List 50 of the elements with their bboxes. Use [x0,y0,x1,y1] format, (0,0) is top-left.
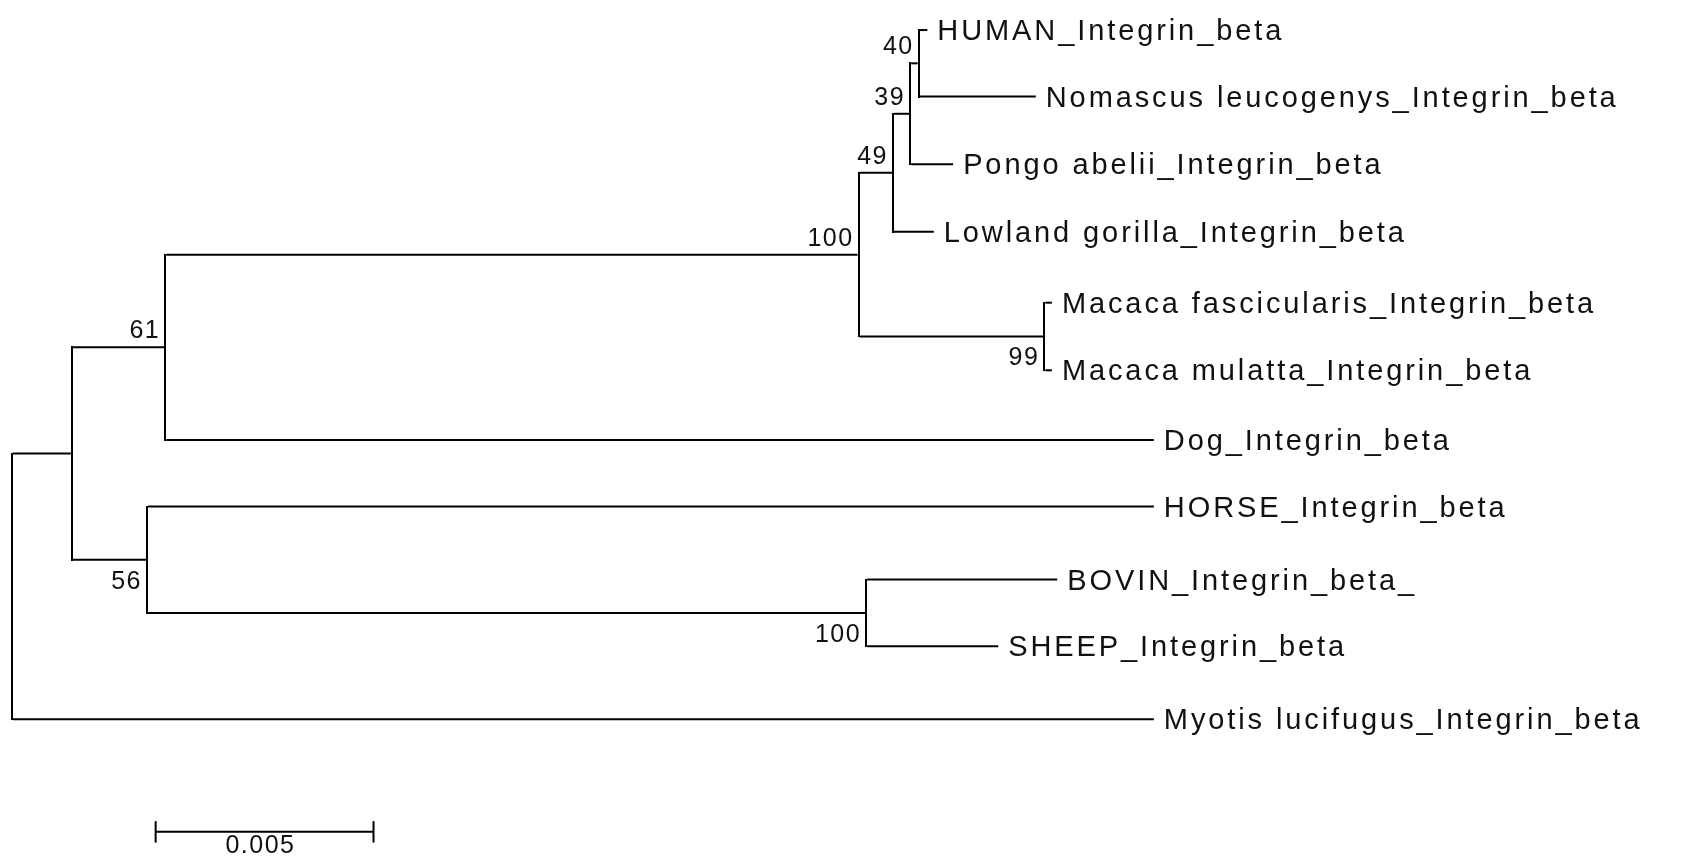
taxon-label: Myotis lucifugus_Integrin_beta [1153,702,1643,737]
bootstrap-value: 49 [857,140,888,169]
branch-junction [164,253,167,442]
bootstrap-value: 100 [807,222,854,251]
tree-branch [1044,301,1053,304]
branch-junction [857,171,860,338]
bootstrap-value: 39 [874,81,906,110]
tree-branch [858,171,893,174]
tree-branch [146,505,1155,508]
taxon-label: Macaca fascicularis_Integrin_beta [1051,285,1597,320]
bootstrap-value: 100 [814,618,862,647]
tree-branch [11,452,72,455]
tree-branch [11,718,1155,721]
tree-branch [165,439,1155,442]
bootstrap-value: 56 [111,565,142,594]
branch-junction [891,112,894,233]
tree-branch [892,112,911,115]
branch-junction [70,346,73,561]
tree-branch [165,253,859,256]
tree-branch [910,163,955,166]
tree-branch [1044,369,1053,372]
tree-branch [918,95,1037,98]
taxon-label: Dog_Integrin_beta [1153,423,1452,458]
tree-branch [866,578,1059,581]
tree-branch [918,29,929,32]
tree-branch [146,611,867,614]
taxon-label: HORSE_Integrin_beta [1153,489,1508,524]
taxon-label: Macaca mulatta_Integrin_beta [1051,353,1534,388]
tree-branch [892,230,935,233]
branch-junction [917,29,920,98]
tree-branch [71,346,166,349]
branch-junction [1043,301,1046,372]
tree-branch [910,62,919,65]
taxon-label: HUMAN_Integrin_beta [927,13,1285,48]
taxon-label: Nomascus leucogenys_Integrin_beta [1035,79,1619,114]
tree-branch [866,645,1000,648]
branch-junction [865,578,868,648]
branch-junction [10,452,13,721]
taxon-label: Pongo abelii_Integrin_beta [953,147,1384,182]
bootstrap-value: 61 [129,315,161,344]
bootstrap-value: 99 [1008,342,1040,371]
bootstrap-value: 40 [882,31,914,60]
tree-branch [71,558,147,561]
taxon-label: Lowland gorilla_Integrin_beta [933,214,1407,249]
taxon-label: SHEEP_Integrin_beta [998,629,1348,664]
tree-branch [858,335,1045,338]
scale-value: 0.005 [225,829,296,858]
branch-junction [145,505,148,614]
taxon-label: BOVIN_Integrin_beta_ [1057,562,1418,597]
branch-junction [909,62,912,166]
